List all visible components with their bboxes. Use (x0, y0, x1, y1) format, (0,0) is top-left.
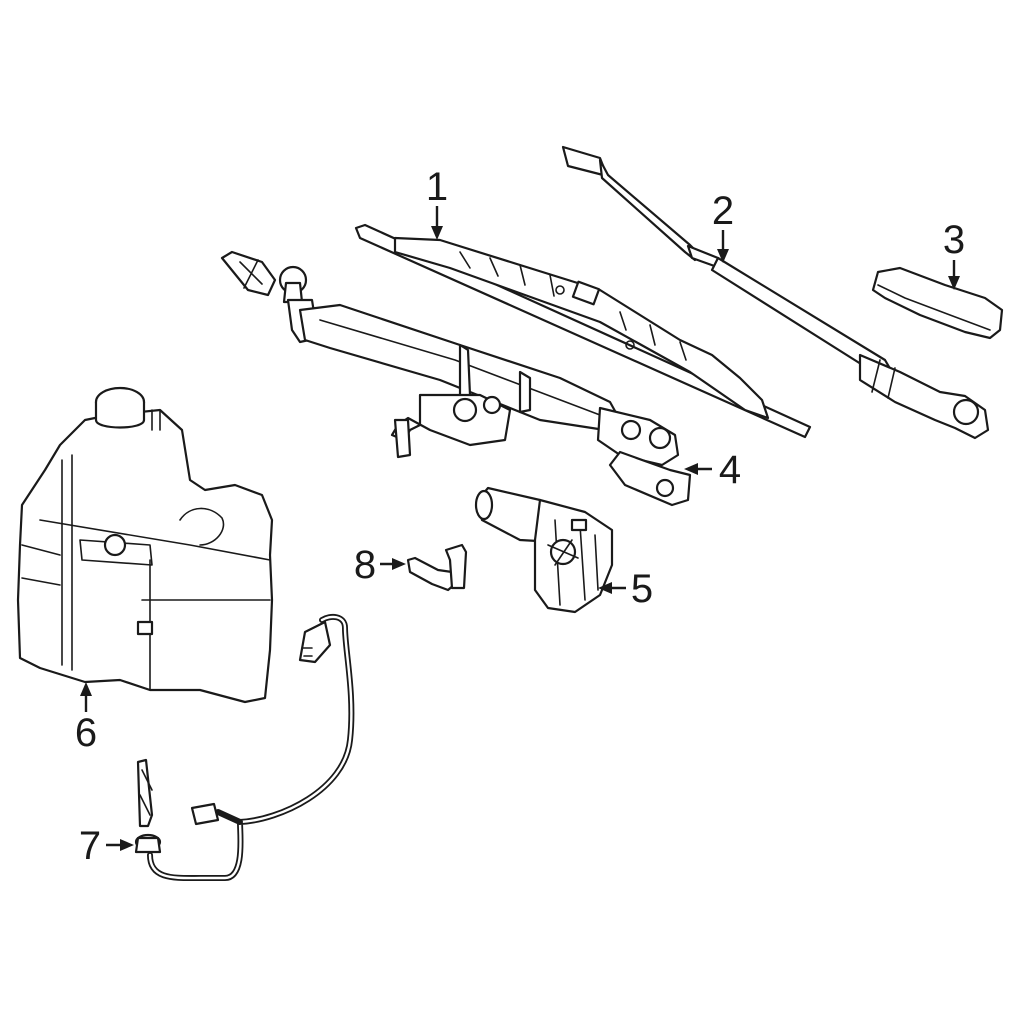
callout-8: 8 (354, 543, 376, 587)
callout-4: 4 (719, 448, 741, 492)
callout-5: 5 (631, 567, 653, 611)
callout-7: 7 (79, 824, 101, 868)
wiper-motor (474, 486, 614, 614)
hose-elbow (406, 543, 468, 592)
wiper-linkage (220, 250, 692, 507)
callout-3: 3 (943, 218, 965, 262)
level-sensor-harness (134, 613, 355, 882)
callout-6: 6 (75, 711, 97, 755)
arm-cover (871, 266, 1004, 340)
leader-lines (80, 206, 960, 851)
wiper-arm (561, 145, 990, 440)
callout-1: 1 (426, 165, 448, 209)
washer-reservoir (16, 386, 274, 704)
wiper-blade (354, 223, 812, 439)
callout-2: 2 (712, 189, 734, 233)
